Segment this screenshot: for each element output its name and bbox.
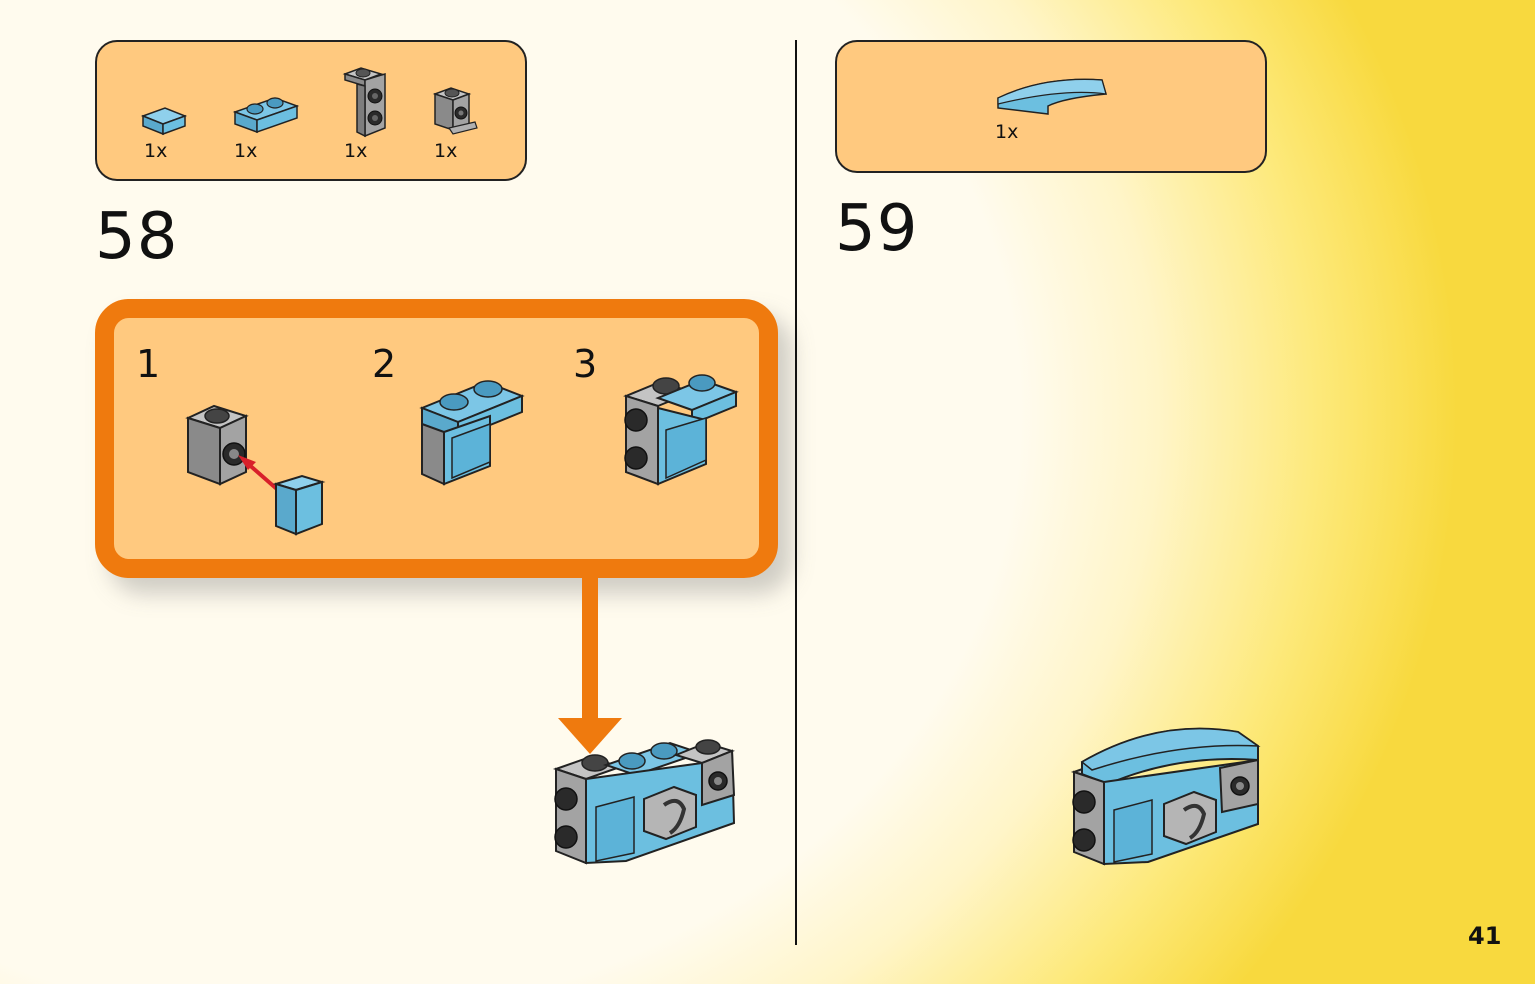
part-qty: 1x	[144, 140, 168, 162]
blue-curved-slope-icon	[997, 78, 1107, 115]
gray-bracket-2x1-icon	[342, 67, 386, 138]
bracket-assembly-icon	[623, 374, 739, 486]
substep-number-1: 1	[136, 342, 161, 386]
blue-tile-1x1-icon	[140, 107, 188, 136]
arrow-down-icon	[558, 578, 622, 754]
step58-parts-box: 1x 1x 1x 1x	[95, 40, 527, 181]
part-qty: 1x	[344, 140, 368, 162]
part-qty: 1x	[995, 121, 1019, 143]
page-number: 41	[1468, 922, 1502, 950]
step59-model-icon	[1070, 727, 1261, 866]
step59-parts-box: 1x	[835, 40, 1267, 173]
page-divider	[795, 40, 797, 945]
step-number-59: 59	[835, 192, 919, 266]
gray-brick-with-pin-hole-icon	[432, 87, 478, 135]
blue-plate-1x2-icon	[232, 97, 300, 134]
substep-number-2: 2	[372, 342, 397, 386]
part-qty: 1x	[234, 140, 258, 162]
step58-model-icon	[552, 739, 736, 865]
substep-number-3: 3	[573, 342, 598, 386]
part-qty: 1x	[434, 140, 458, 162]
blue-plate-assembly-icon	[419, 380, 525, 486]
attach-tile-to-brick-icon	[185, 404, 326, 536]
step-number-58: 58	[95, 200, 179, 274]
